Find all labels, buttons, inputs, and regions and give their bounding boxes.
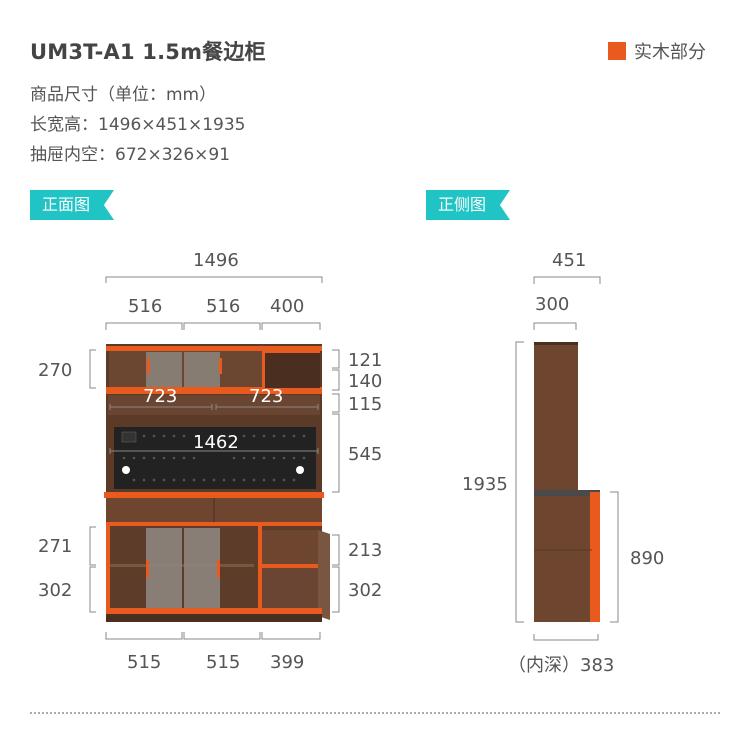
legend: 实木部分 (608, 38, 706, 64)
front-right-height-2: 140 (348, 371, 383, 392)
front-upper-width-1: 516 (128, 296, 163, 317)
dimensions-line: 长宽高：1496×451×1935 (30, 115, 246, 135)
side-total-height: 1935 (462, 474, 508, 495)
front-right-height-4: 545 (348, 444, 383, 465)
front-left-height-1: 270 (38, 360, 73, 381)
front-upper-width-2: 516 (206, 296, 241, 317)
front-view-tag: 正面图 (30, 190, 114, 220)
side-view-tag: 正侧图 (426, 190, 510, 220)
front-right-height-5: 213 (348, 540, 383, 561)
product-title: UM3T-A1 1.5m餐边柜 (30, 40, 266, 64)
side-lower-height: 890 (630, 548, 665, 569)
front-lower-width-3: 399 (270, 652, 305, 673)
front-upper-width-3: 400 (270, 296, 305, 317)
front-inner-width-1: 723 (143, 386, 178, 407)
front-right-height-6: 302 (348, 580, 383, 601)
bottom-divider (30, 712, 720, 714)
side-cabinet (534, 342, 600, 622)
drawer-space-line: 抽屉内空：672×326×91 (30, 145, 231, 165)
front-lower-width-1: 515 (127, 652, 162, 673)
unit-line: 商品尺寸（单位：mm） (30, 85, 217, 105)
front-back-panel-width: 1462 (193, 432, 239, 453)
front-right-height-1: 121 (348, 350, 383, 371)
front-lower-width-2: 515 (206, 652, 241, 673)
side-inner-depth: （内深）383 (508, 655, 615, 676)
front-overall-width: 1496 (193, 250, 239, 271)
side-upper-depth: 300 (535, 294, 570, 315)
front-cabinet (104, 344, 330, 622)
front-left-height-3: 302 (38, 580, 73, 601)
front-left-height-2: 271 (38, 536, 73, 557)
front-inner-width-2: 723 (249, 386, 284, 407)
front-right-height-3: 115 (348, 394, 383, 415)
legend-swatch (608, 42, 626, 60)
side-overall-depth: 451 (552, 250, 587, 271)
legend-label: 实木部分 (634, 42, 706, 63)
